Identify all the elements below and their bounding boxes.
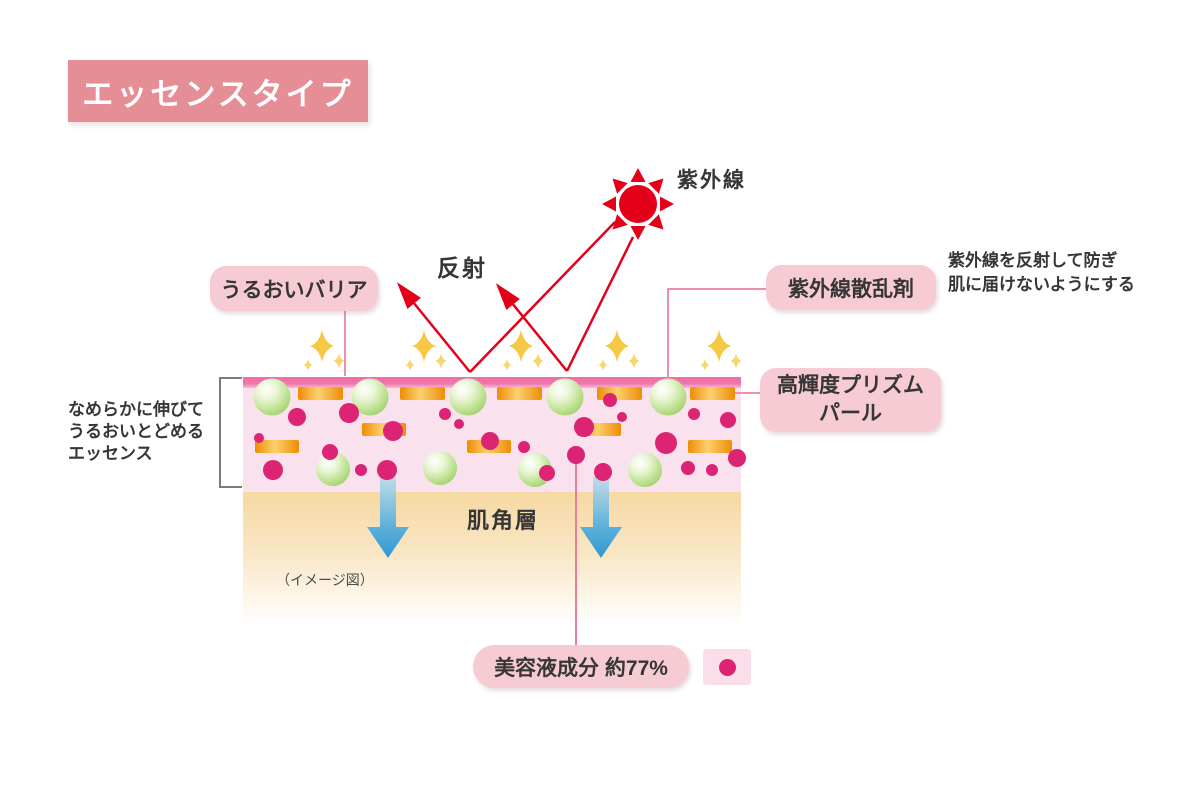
pearl-bar	[255, 440, 299, 453]
serum-dot	[288, 408, 306, 426]
uv-scatter-particle	[253, 378, 291, 416]
serum-dot	[720, 412, 736, 428]
serum-dot	[355, 464, 367, 476]
serum-dot	[655, 432, 677, 454]
serum-dot	[594, 463, 612, 481]
prism-pearl-callout: 高輝度プリズム パール	[760, 368, 941, 432]
uv-scatter-particle	[649, 378, 687, 416]
serum-dot	[574, 417, 594, 437]
sun-ray-icon	[630, 226, 646, 240]
serum-legend-chip	[703, 649, 751, 685]
serum-dot	[263, 460, 283, 480]
serum-dot	[617, 412, 627, 422]
moisture-barrier-callout: うるおいバリア	[210, 266, 378, 311]
sparkle-icon	[532, 353, 544, 369]
sparkle-icon	[405, 359, 415, 371]
sparkle-icon	[628, 353, 640, 369]
uv-scatter-particle	[628, 453, 662, 487]
reflection-label: 反射	[437, 255, 487, 281]
sparkle-icon	[707, 330, 731, 362]
sparkle-icon	[730, 353, 742, 369]
sparkle-icon	[412, 330, 436, 362]
serum-dot	[728, 449, 746, 467]
serum-dot	[322, 444, 338, 460]
serum-dot	[681, 461, 695, 475]
sun-ray-icon	[630, 168, 646, 182]
uv-ray-line	[469, 221, 616, 373]
sun-ray-icon	[602, 196, 616, 212]
sun-ray-icon	[648, 178, 664, 194]
stratum-corneum-layer	[243, 491, 741, 626]
serum-dot	[603, 393, 617, 407]
sun-ray-icon	[612, 214, 628, 230]
serum-dot	[481, 432, 499, 450]
uv-scatter-label: 紫外線散乱剤	[788, 277, 914, 301]
uv-ray-line	[565, 236, 635, 372]
essence-description-line2: うるおいとどめる	[68, 422, 204, 441]
essence-description-line1: なめらかに伸びて	[68, 400, 204, 419]
serum-dot	[439, 408, 451, 420]
uv-scatter-note-line1: 紫外線を反射して防ぎ	[948, 251, 1118, 270]
serum-percentage-callout: 美容液成分 約77%	[473, 645, 689, 688]
sparkle-icon	[435, 353, 447, 369]
uv-scatter-particle	[351, 378, 389, 416]
stratum-corneum-label: 肌角層	[466, 508, 539, 533]
uv-scatter-particle	[449, 378, 487, 416]
serum-percentage-label: 美容液成分 約77%	[494, 656, 668, 680]
sparkle-icon	[502, 359, 512, 371]
sun-icon	[619, 185, 657, 223]
uv-rays-label: 紫外線	[677, 169, 746, 192]
serum-dot	[518, 441, 530, 453]
reflected-ray-arrow	[396, 282, 471, 373]
sparkle-icon	[310, 330, 334, 362]
sun-ray-icon	[660, 196, 674, 212]
prism-pearl-line1: 高輝度プリズム	[777, 374, 924, 397]
sparkle-icon	[509, 330, 533, 362]
sparkle-icon	[700, 359, 710, 371]
pearl-bar	[298, 387, 343, 400]
essence-description: なめらかに伸びて うるおいとどめる エッセンス	[68, 399, 204, 465]
penetration-arrow-icon	[367, 477, 409, 558]
uv-scatter-particle	[423, 451, 457, 485]
penetration-arrow-icon	[580, 477, 622, 558]
pearl-bar	[688, 440, 732, 453]
pearl-bar	[400, 387, 445, 400]
essence-description-line3: エッセンス	[68, 444, 153, 463]
serum-dot	[567, 446, 585, 464]
serum-dot	[339, 403, 359, 423]
moisture-barrier-film	[243, 377, 741, 388]
serum-dot	[377, 460, 397, 480]
type-badge-label: エッセンスタイプ	[82, 76, 354, 112]
uv-scatter-particle	[316, 452, 350, 486]
serum-legend-dot-icon	[718, 658, 736, 676]
serum-dot	[254, 433, 264, 443]
type-badge: エッセンスタイプ	[68, 60, 368, 122]
reflected-ray-arrow	[495, 283, 568, 372]
uv-scatter-particle	[546, 378, 584, 416]
essence-layer-bracket	[219, 377, 242, 488]
serum-dot	[454, 419, 464, 429]
moisture-barrier-label: うるおいバリア	[220, 278, 368, 302]
sparkle-icon	[303, 359, 313, 371]
serum-dot	[706, 464, 718, 476]
uv-scatter-connector	[667, 288, 766, 378]
sun-ray-icon	[648, 214, 664, 230]
prism-pearl-line2: パール	[819, 402, 882, 425]
uv-scatter-callout: 紫外線散乱剤	[766, 265, 936, 310]
sparkle-icon	[605, 330, 629, 362]
sparkle-icon	[598, 359, 608, 371]
pearl-bar	[497, 387, 542, 400]
serum-dot	[539, 465, 555, 481]
uv-scatter-note-line2: 肌に届けないようにする	[948, 275, 1135, 294]
sparkle-icon	[333, 353, 345, 369]
uv-scatter-note: 紫外線を反射して防ぎ 肌に届けないようにする	[948, 249, 1135, 297]
image-disclaimer: （イメージ図）	[276, 572, 374, 588]
serum-dot	[688, 408, 700, 420]
sun-ray-icon	[612, 178, 628, 194]
pearl-bar	[690, 387, 735, 400]
serum-dot	[383, 421, 403, 441]
